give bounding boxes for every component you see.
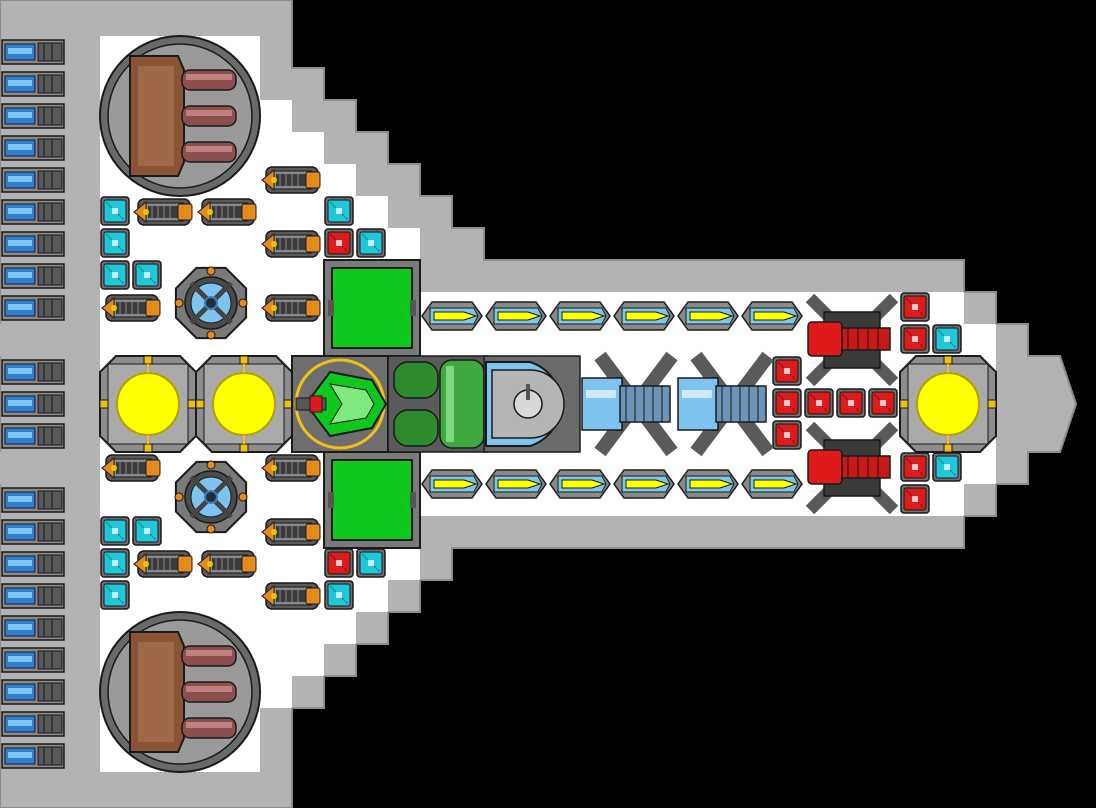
missile-launcher xyxy=(677,469,739,499)
hull-gap xyxy=(0,452,68,484)
gyroscope xyxy=(174,460,248,534)
red-block xyxy=(772,388,802,418)
cyan-block xyxy=(324,580,354,610)
red-block xyxy=(804,388,834,418)
cyan-block xyxy=(132,516,162,546)
cyan-block xyxy=(356,228,386,258)
side-thruster xyxy=(1,39,65,65)
missile-launcher xyxy=(549,301,611,331)
orange-turret xyxy=(133,550,193,578)
missile-launcher xyxy=(485,301,547,331)
cyan-block xyxy=(100,196,130,226)
side-thruster xyxy=(1,647,65,673)
side-thruster xyxy=(1,519,65,545)
red-block xyxy=(772,356,802,386)
side-thruster xyxy=(1,615,65,641)
blue-cannon xyxy=(677,351,774,457)
side-thruster xyxy=(1,103,65,129)
orange-turret xyxy=(101,294,161,322)
orange-turret xyxy=(261,166,321,194)
missile-launcher xyxy=(741,301,803,331)
orange-turret xyxy=(261,294,321,322)
green-tank xyxy=(387,355,489,453)
side-thruster xyxy=(1,71,65,97)
cyan-block xyxy=(356,548,386,578)
red-block xyxy=(324,228,354,258)
red-block xyxy=(868,388,898,418)
green-storage xyxy=(323,259,421,357)
side-thruster xyxy=(1,231,65,257)
orange-turret xyxy=(261,518,321,546)
orange-turret xyxy=(261,582,321,610)
cockpit xyxy=(291,355,389,453)
side-thruster xyxy=(1,391,65,417)
orange-turret xyxy=(261,230,321,258)
orange-turret xyxy=(261,454,321,482)
red-block xyxy=(900,484,930,514)
missile-launcher xyxy=(613,301,675,331)
green-storage xyxy=(323,451,421,549)
brown-cannon xyxy=(99,35,261,197)
red-block xyxy=(772,420,802,450)
orange-turret xyxy=(197,198,257,226)
red-cannon xyxy=(805,293,899,387)
red-block xyxy=(836,388,866,418)
side-thruster xyxy=(1,263,65,289)
cyan-block xyxy=(100,580,130,610)
missile-launcher xyxy=(485,469,547,499)
orange-turret xyxy=(197,550,257,578)
red-block xyxy=(900,452,930,482)
side-thruster xyxy=(1,423,65,449)
cyan-block xyxy=(132,260,162,290)
missile-launcher xyxy=(421,301,483,331)
side-thruster xyxy=(1,583,65,609)
missile-launcher xyxy=(741,469,803,499)
missile-launcher xyxy=(677,301,739,331)
orange-turret xyxy=(101,454,161,482)
side-thruster xyxy=(1,135,65,161)
red-block xyxy=(900,324,930,354)
orange-turret xyxy=(133,198,193,226)
hull-gap xyxy=(0,324,68,356)
side-thruster xyxy=(1,711,65,737)
gyroscope xyxy=(174,266,248,340)
cyan-block xyxy=(932,452,962,482)
core-module xyxy=(483,355,581,453)
shield-reactor xyxy=(195,355,293,453)
missile-launcher xyxy=(421,469,483,499)
cyan-block xyxy=(100,516,130,546)
shield-reactor xyxy=(99,355,197,453)
side-thruster xyxy=(1,359,65,385)
missile-launcher xyxy=(549,469,611,499)
cyan-block xyxy=(100,260,130,290)
side-thruster xyxy=(1,487,65,513)
cyan-block xyxy=(100,548,130,578)
side-thruster xyxy=(1,679,65,705)
brown-cannon xyxy=(99,611,261,773)
red-block xyxy=(900,292,930,322)
blue-cannon xyxy=(581,351,678,457)
side-thruster xyxy=(1,743,65,769)
ship-modules xyxy=(1,35,997,773)
shield-reactor xyxy=(899,355,997,453)
missile-launcher xyxy=(613,469,675,499)
cyan-block xyxy=(100,228,130,258)
red-block xyxy=(324,548,354,578)
side-thruster xyxy=(1,551,65,577)
cyan-block xyxy=(324,196,354,226)
side-thruster xyxy=(1,199,65,225)
cyan-block xyxy=(932,324,962,354)
side-thruster xyxy=(1,295,65,321)
red-cannon xyxy=(805,421,899,515)
side-thruster xyxy=(1,167,65,193)
